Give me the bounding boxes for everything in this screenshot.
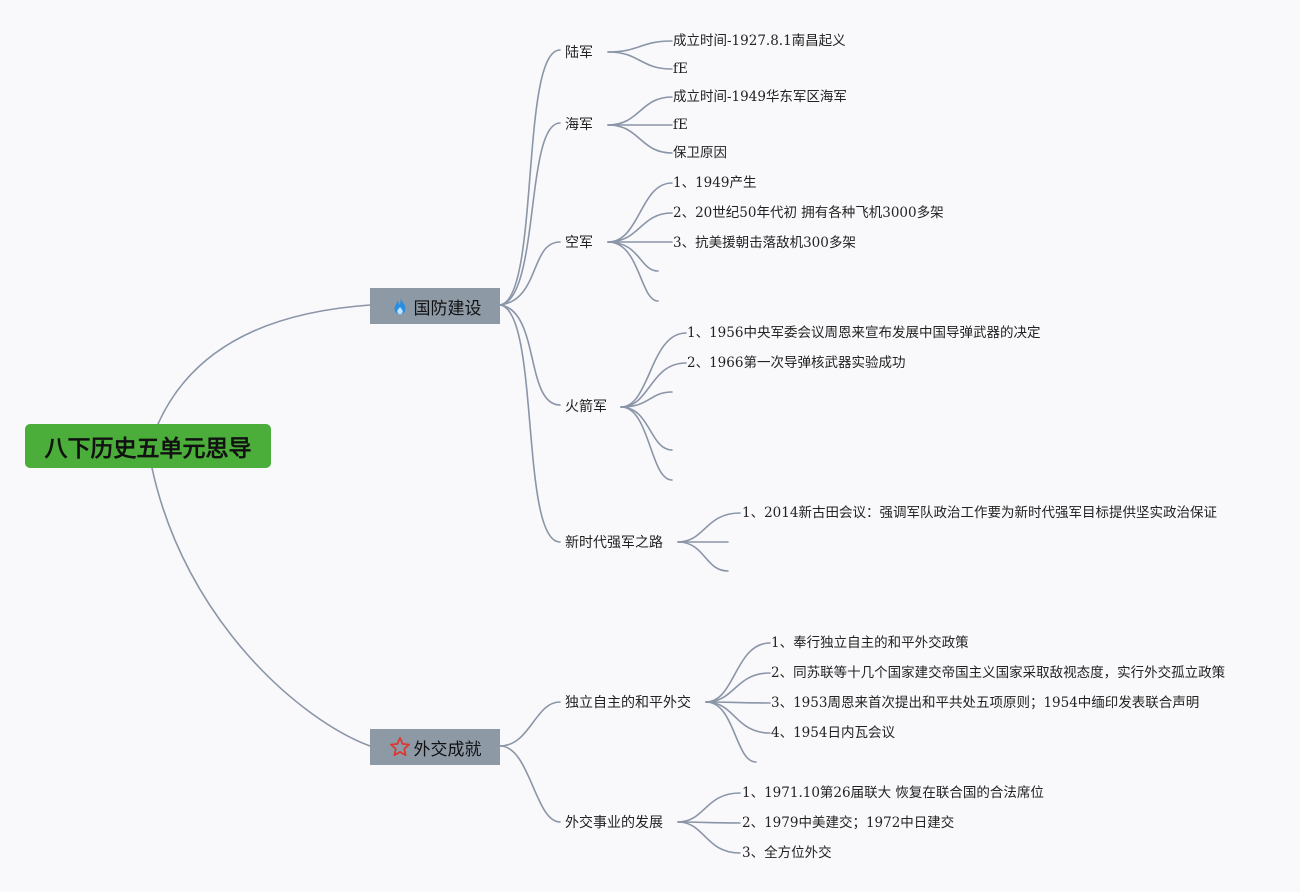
- sub-node-army[interactable]: 陆军: [565, 45, 593, 61]
- branch-label: 外交成就: [413, 739, 482, 760]
- connector-leaf: [607, 182, 673, 243]
- connector-leaf: [677, 541, 729, 572]
- leaf-node[interactable]: 3、全方位外交: [742, 845, 832, 861]
- leaf-node[interactable]: 成立时间-1927.8.1南昌起义: [673, 33, 846, 49]
- connector-defense-newera: [499, 304, 561, 543]
- connector-leaf: [620, 406, 673, 481]
- connector-defense-army: [499, 49, 561, 306]
- connector-defense-navy: [499, 122, 561, 306]
- leaf-node[interactable]: fE: [673, 117, 688, 133]
- connector-leaf: [677, 512, 741, 543]
- connector-leaf: [705, 701, 757, 763]
- connector-diplomacy-independent: [499, 701, 561, 747]
- connector-leaf: [620, 332, 687, 408]
- leaf-node[interactable]: 1、1956中央军委会议周恩来宣布发展中国导弹武器的决定: [687, 325, 1041, 341]
- connector-leaf: [620, 362, 687, 408]
- connector-leaf: [607, 241, 659, 302]
- leaf-node[interactable]: 成立时间-1949华东军区海军: [673, 89, 847, 105]
- leaf-node[interactable]: 4、1954日内瓦会议: [771, 725, 895, 741]
- leaf-node[interactable]: 3、1953周恩来首次提出和平共处五项原则；1954中缅印发表联合声明: [771, 695, 1200, 711]
- connector-leaf: [607, 241, 659, 272]
- connector-defense-airforce: [499, 241, 561, 306]
- connector-leaf: [677, 821, 741, 854]
- branch-label: 国防建设: [413, 298, 482, 319]
- sub-node-new-era[interactable]: 新时代强军之路: [565, 535, 663, 551]
- connector-leaf: [620, 391, 673, 408]
- connector-leaf: [620, 406, 673, 451]
- sub-node-rocket-force[interactable]: 火箭军: [565, 399, 607, 415]
- leaf-node[interactable]: 1、2014新古田会议：强调军队政治工作要为新时代强军目标提供坚实政治保证: [742, 505, 1217, 521]
- connector-leaf: [607, 124, 673, 154]
- leaf-node[interactable]: 2、同苏联等十几个国家建交帝国主义国家采取敌视态度，实行外交孤立政策: [771, 665, 1226, 681]
- branch-node-diplomacy[interactable]: 外交成就: [370, 729, 500, 765]
- connector-root-diplomacy: [151, 467, 371, 747]
- sub-node-airforce[interactable]: 空军: [565, 235, 593, 251]
- connector-leaf: [607, 51, 673, 70]
- leaf-node[interactable]: 2、20世纪50年代初 拥有各种飞机3000多架: [673, 205, 944, 221]
- root-label: 八下历史五单元思导: [44, 436, 252, 462]
- sub-node-independent-diplomacy[interactable]: 独立自主的和平外交: [565, 695, 691, 711]
- star-icon: [389, 736, 411, 758]
- leaf-node[interactable]: 3、抗美援朝击落敌机300多架: [673, 235, 856, 251]
- leaf-node[interactable]: 2、1966第一次导弹核武器实验成功: [687, 355, 906, 371]
- connector-leaf: [677, 792, 741, 823]
- connector-root-defense: [157, 304, 371, 425]
- connector-leaf: [607, 212, 673, 243]
- leaf-node[interactable]: 1、1971.10第26届联大 恢复在联合国的合法席位: [742, 785, 1044, 801]
- connector-leaf: [607, 96, 673, 126]
- connector-diplomacy-development: [499, 745, 561, 823]
- sub-node-navy[interactable]: 海军: [565, 117, 593, 133]
- fire-icon: [389, 295, 411, 317]
- connector-leaf: [705, 701, 771, 734]
- root-node[interactable]: 八下历史五单元思导: [25, 424, 271, 468]
- leaf-node[interactable]: 保卫原因: [673, 145, 727, 161]
- leaf-node[interactable]: 1、奉行独立自主的和平外交政策: [771, 635, 969, 651]
- sub-node-diplomacy-development[interactable]: 外交事业的发展: [565, 815, 663, 831]
- leaf-node[interactable]: fE: [673, 61, 688, 77]
- connector-leaf: [607, 40, 673, 53]
- leaf-node[interactable]: 2、1979中美建交；1972中日建交: [742, 815, 955, 831]
- branch-node-defense[interactable]: 国防建设: [370, 288, 500, 324]
- connector-defense-rocket: [499, 304, 561, 406]
- connector-leaf: [705, 672, 771, 703]
- leaf-node[interactable]: 1、1949产生: [673, 175, 757, 191]
- connector-leaf: [705, 642, 771, 703]
